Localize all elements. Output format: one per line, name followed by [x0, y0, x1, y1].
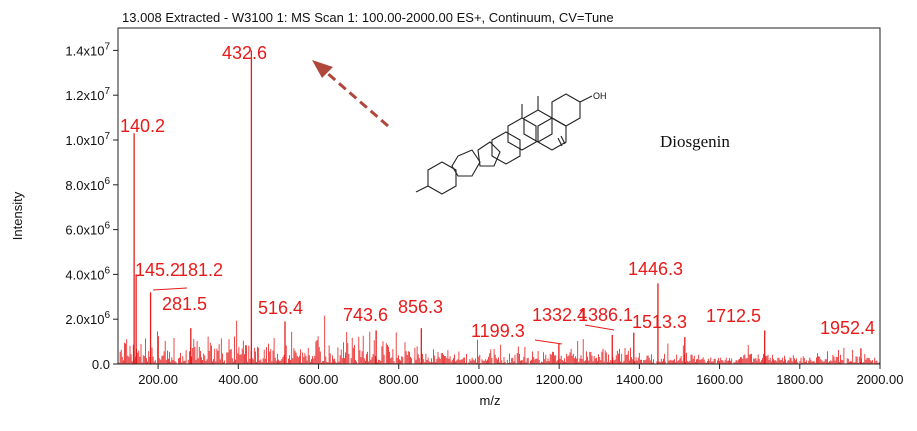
x-tick-label: 600.00: [299, 372, 339, 387]
x-axis-label: m/z: [480, 393, 501, 408]
dashed-arrow: [312, 60, 389, 128]
noise-lines: [118, 315, 880, 364]
label-leader: [534, 339, 563, 345]
x-tick-label: 2000.00: [857, 372, 904, 387]
y-tick-label: 1.4x107: [65, 41, 110, 58]
peak-label: 1712.5: [706, 306, 761, 326]
x-tick-label: 400.00: [218, 372, 258, 387]
x-tick-label: 1200.00: [536, 372, 583, 387]
peak-label: 281.5: [162, 294, 207, 314]
peak-label: 1332.4: [532, 305, 587, 325]
y-tick-label: 0.0: [92, 357, 110, 372]
x-axis-ticks: 200.00 400.00 600.00 800.00 1000.00 1200.00 14…: [138, 364, 904, 387]
peak-label: 1446.3: [628, 259, 683, 279]
label-leader: [584, 324, 615, 331]
peak-label: 1952.4: [820, 318, 875, 338]
y-axis-label: Intensity: [10, 191, 25, 240]
spectrum-peaks: [133, 50, 862, 364]
chart-title: 13.008 Extracted - W3100 1: MS Scan 1: 1…: [122, 10, 614, 25]
peak-label: 432.6: [222, 43, 267, 63]
peak-label: 743.6: [343, 305, 388, 325]
baseline-noise: [118, 315, 880, 364]
plot-frame: [117, 27, 881, 365]
y-tick-label: 2.0x106: [65, 310, 110, 327]
label-leader: [152, 287, 188, 291]
peak-label: 1513.3: [632, 312, 687, 332]
y-tick-label: 1.2x107: [65, 86, 110, 103]
peak-label: 140.2: [120, 116, 165, 136]
y-tick-label: 1.0x107: [65, 131, 110, 148]
peak-label: 145.2: [135, 260, 180, 280]
peak-label: 516.4: [258, 298, 303, 318]
peak-label: 1386.1: [578, 305, 633, 325]
x-tick-label: 1400.00: [616, 372, 663, 387]
y-tick-label: 4.0x106: [65, 265, 110, 282]
y-tick-label: 6.0x106: [65, 221, 110, 238]
y-axis-ticks: 0.0 2.0x106 4.0x106 6.0x106 8.0x106 1.0x107 1.…: [65, 41, 118, 372]
peak-label: 1199.3: [471, 321, 525, 341]
y-tick-label: 8.0x106: [65, 176, 110, 193]
x-tick-label: 200.00: [138, 372, 178, 387]
compound-name-label: Diosgenin: [660, 132, 730, 151]
x-tick-label: 1600.00: [696, 372, 743, 387]
x-tick-label: 1800.00: [776, 372, 823, 387]
structure-oh-label: OH: [593, 91, 607, 101]
peak-label: 856.3: [398, 297, 443, 317]
diosgenin-structure-diagram: [415, 93, 593, 195]
peak-label: 181.2: [178, 260, 223, 280]
x-tick-label: 800.00: [379, 372, 419, 387]
x-tick-label: 1000.00: [455, 372, 502, 387]
